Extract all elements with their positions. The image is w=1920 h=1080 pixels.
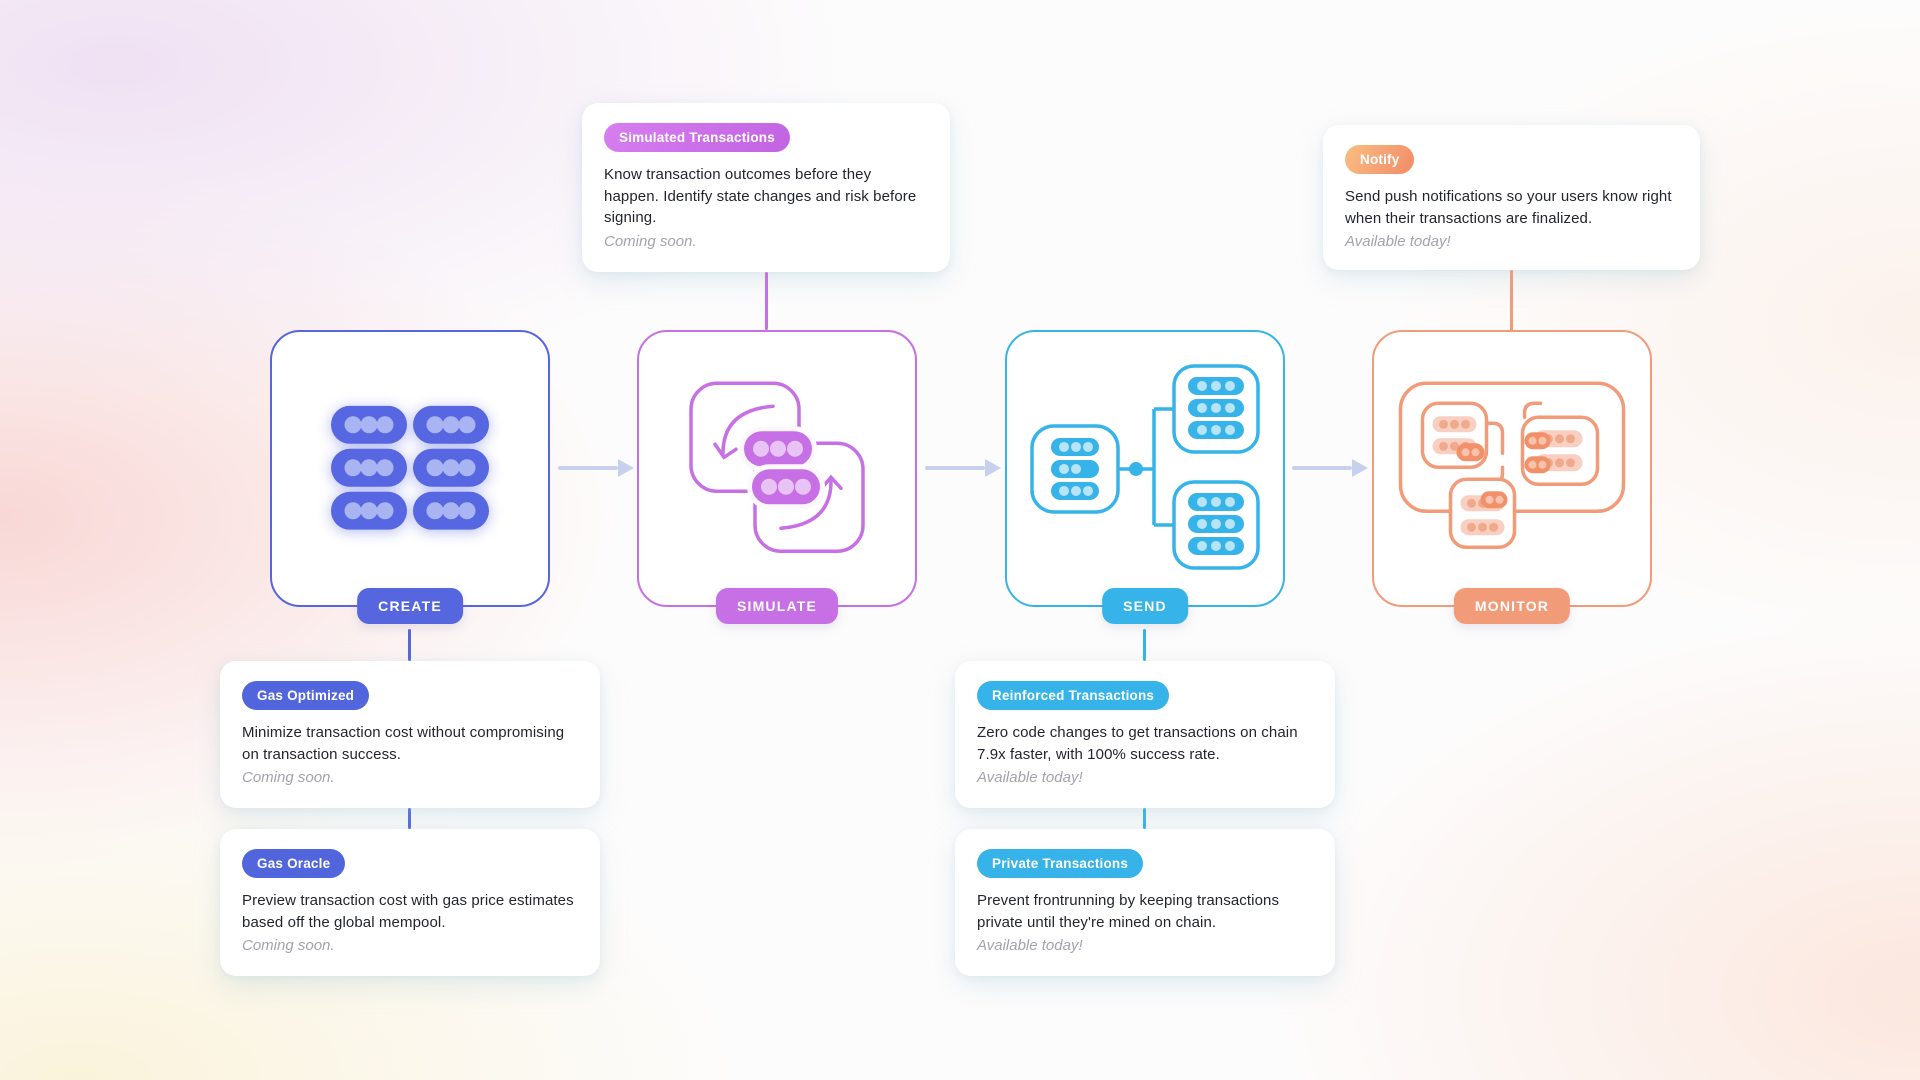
connector-simulated-card-line [765, 272, 768, 330]
badge-reinforced-transactions: Reinforced Transactions [977, 681, 1170, 710]
card-note: Coming soon. [242, 769, 335, 786]
card-body: Know transaction outcomes before they ha… [604, 166, 917, 226]
card-private-transactions: Private Transactions Prevent frontrunnin… [955, 829, 1335, 976]
card-reinforced-transactions: Reinforced Transactions Zero code change… [955, 661, 1335, 808]
stage-label-create: CREATE [357, 588, 463, 624]
connector-create-cards-line [408, 629, 411, 661]
flow-arrow-create-to-simulate-icon [558, 459, 634, 477]
flow-arrow-send-to-monitor-icon [1292, 459, 1368, 477]
card-body: Minimize transaction cost without compro… [242, 724, 565, 763]
stage-box-monitor: MONITOR [1372, 330, 1652, 624]
create-icon [331, 405, 489, 530]
card-note: Available today! [1345, 233, 1451, 250]
stage-box-simulate: SIMULATE [637, 330, 917, 624]
card-note: Coming soon. [242, 937, 335, 954]
card-note: Available today! [977, 937, 1083, 954]
card-simulated-transactions: Simulated Transactions Know transaction … [582, 103, 950, 272]
simulate-icon [689, 381, 865, 553]
send-icon [1030, 363, 1260, 570]
card-body: Preview transaction cost with gas price … [242, 892, 574, 931]
badge-gas-oracle: Gas Oracle [242, 849, 346, 878]
connector-send-cards-line [1143, 629, 1146, 661]
stage-label-simulate: SIMULATE [715, 588, 839, 624]
badge-gas-optimized: Gas Optimized [242, 681, 370, 710]
badge-notify: Notify [1345, 145, 1415, 174]
connector-gas-cards-line [408, 808, 411, 829]
card-gas-oracle: Gas Oracle Preview transaction cost with… [220, 829, 600, 976]
card-note: Available today! [977, 769, 1083, 786]
card-body: Prevent frontrunning by keeping transact… [977, 892, 1280, 931]
card-gas-optimized: Gas Optimized Minimize transaction cost … [220, 661, 600, 808]
card-body: Send push notifications so your users kn… [1345, 188, 1672, 227]
flow-arrow-simulate-to-send-icon [925, 459, 1001, 477]
connector-private-cards-line [1143, 808, 1146, 829]
card-body: Zero code changes to get transactions on… [977, 724, 1298, 763]
stage-label-monitor: MONITOR [1453, 588, 1571, 624]
stage-box-create: CREATE [270, 330, 550, 624]
connector-notify-card-line [1510, 270, 1513, 331]
monitor-icon [1398, 381, 1626, 549]
badge-private-transactions: Private Transactions [977, 849, 1144, 878]
stage-box-send: SEND [1005, 330, 1285, 624]
stage-label-send: SEND [1102, 588, 1188, 624]
badge-simulated-transactions: Simulated Transactions [604, 123, 790, 152]
card-notify: Notify Send push notifications so your u… [1323, 125, 1700, 270]
card-note: Coming soon. [604, 232, 697, 250]
